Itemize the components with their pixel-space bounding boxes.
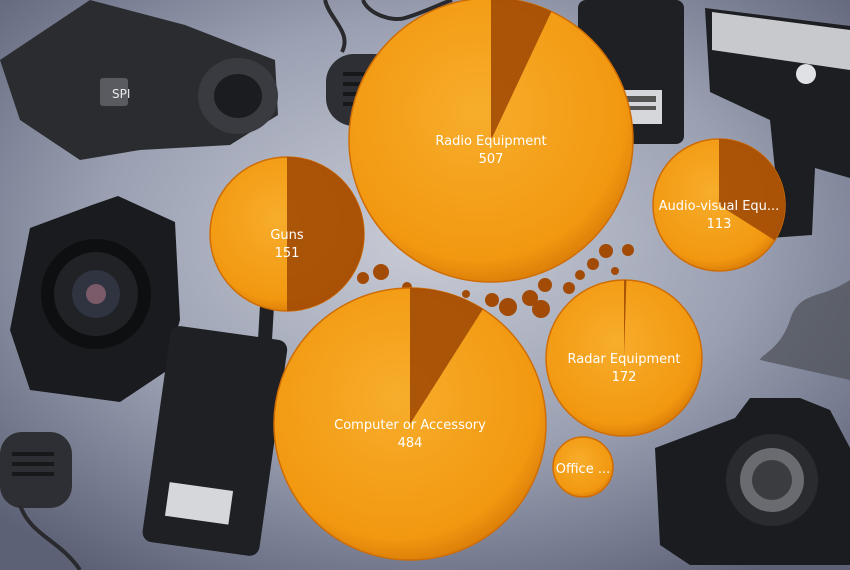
small-bubble [563, 282, 575, 294]
bubble-slice [287, 157, 364, 311]
bubble-label: Audio-visual Equ... [659, 199, 780, 214]
small-bubble [499, 298, 517, 316]
bubble-slice [624, 280, 627, 358]
bubble-circle [348, 0, 634, 283]
bubble-label: Computer or Accessory [334, 418, 486, 433]
bubble-slice [491, 0, 552, 140]
bubble-guns[interactable]: Guns 151 [209, 156, 365, 312]
small-bubble [485, 293, 499, 307]
bubble-slice [719, 139, 785, 241]
bubble-label: Guns [270, 228, 304, 243]
small-bubble [462, 290, 470, 298]
small-bubble [357, 272, 369, 284]
bubble-audio-visual-equipment[interactable]: Audio-visual Equ... 113 [652, 138, 786, 272]
bubble-value: 507 [479, 152, 504, 167]
small-bubble [599, 244, 613, 258]
bubble-value: 484 [398, 436, 423, 451]
small-bubble [622, 244, 634, 256]
bubble-radar-equipment[interactable]: Radar Equipment 172 [545, 279, 703, 437]
bubble-label: Radio Equipment [435, 134, 546, 149]
pistol-icon [705, 8, 850, 238]
bubble-label: Radar Equipment [568, 352, 681, 367]
small-bubble [532, 300, 550, 318]
coiled-cable-icon [760, 280, 850, 380]
bubble-value: 113 [707, 217, 732, 232]
walkie-talkie-icon [142, 270, 288, 556]
radio-microphone-icon [0, 432, 82, 570]
bubble-slice [410, 288, 483, 424]
bubble-circle [552, 436, 614, 498]
small-bubble [538, 278, 552, 292]
svg-text:SPI: SPI [112, 87, 130, 101]
night-vision-scope-icon: SPI [0, 0, 278, 160]
small-bubble [575, 270, 585, 280]
small-bubble [522, 290, 538, 306]
bubble-value: 172 [612, 370, 637, 385]
bubble-value: 151 [275, 246, 300, 261]
bubble-label: Office ... [556, 462, 610, 477]
bubble-computer-or-accessory[interactable]: Computer or Accessory 484 [273, 287, 547, 561]
small-bubble [587, 258, 599, 270]
slr-camera-icon [10, 196, 180, 402]
bubble-office[interactable]: Office ... [552, 436, 614, 498]
small-bubble [611, 267, 619, 275]
small-bubble [373, 264, 389, 280]
camera-body-icon [655, 398, 850, 565]
bubble-radio-equipment[interactable]: Radio Equipment 507 [348, 0, 634, 283]
